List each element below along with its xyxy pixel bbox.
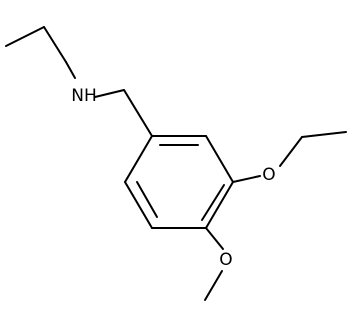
ring-bond-3 (205, 181, 234, 229)
bond-lines (5, 26, 347, 301)
methoxy-oxygen-label: O (219, 250, 232, 270)
bond-ch-n (65, 61, 76, 79)
bond-ch2-ring (123, 89, 153, 137)
ring-bond-6 (124, 135, 153, 183)
ring-double-bond-left (136, 181, 158, 218)
ethoxy-oxygen-label: O (262, 165, 275, 185)
bond-methyl-left (5, 26, 45, 47)
ring-bond-5 (124, 181, 153, 229)
amine-label: NH (71, 86, 97, 106)
bond-ring-o-methoxy (205, 227, 224, 250)
ring-bond-2 (205, 135, 234, 183)
bond-n-ch2 (94, 89, 125, 98)
bond-ring-o-ethoxy (232, 175, 261, 183)
bond-ethyl (301, 131, 347, 138)
ring-double-bond-right (201, 184, 225, 221)
bond-methyl-right (43, 26, 67, 63)
bond-o-methyl (204, 270, 223, 301)
bond-o-ch2-ethoxy (279, 136, 303, 167)
